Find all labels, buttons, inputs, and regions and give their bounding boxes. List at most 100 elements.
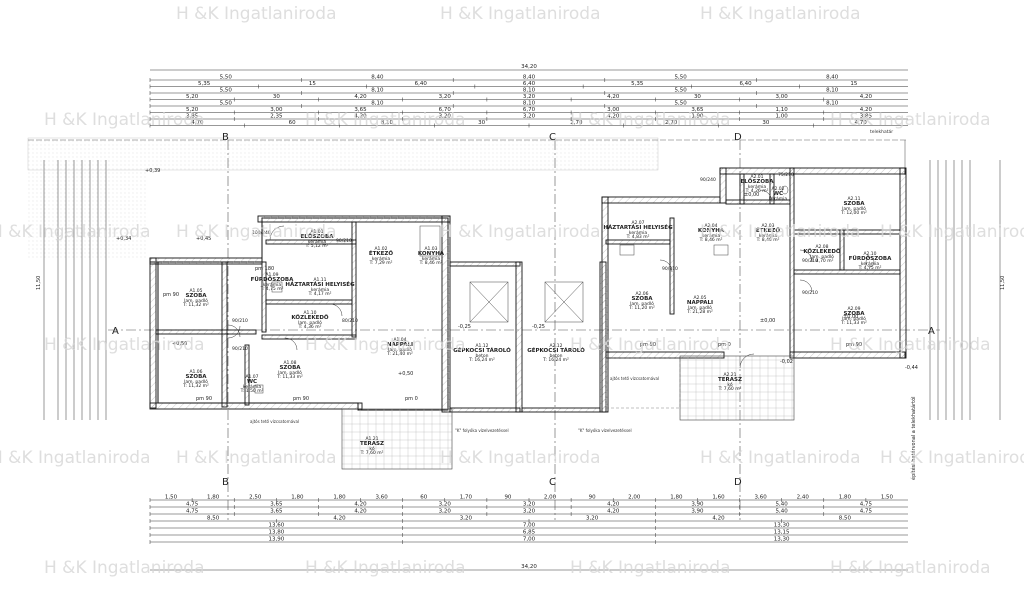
room-code: A2.01 xyxy=(750,174,763,180)
room-floor: lam. padló xyxy=(388,346,412,353)
dimension-label: 8,10 xyxy=(371,88,384,94)
room-code: A2.05 xyxy=(693,295,706,301)
dimension-label: 3,65 xyxy=(691,107,704,113)
room-code: A2.11 xyxy=(847,196,860,202)
dimension-label: 3,65 xyxy=(270,502,283,508)
dimension-label: 1,80 xyxy=(333,495,346,501)
room-name: WC xyxy=(247,379,257,385)
room-floor: kerámia xyxy=(243,383,261,390)
dimension-label: 5,50 xyxy=(674,101,687,107)
overall-width-top: 34,20 xyxy=(521,64,537,70)
dimension-label: 6,85 xyxy=(523,530,536,536)
room-code: A1.05 xyxy=(189,288,202,294)
door-dim-10: 90/210 xyxy=(802,290,818,296)
level-garage-right: -0,25 xyxy=(532,324,545,330)
dimension-label: 1,10 xyxy=(776,107,789,113)
dimension-label: 2,40 xyxy=(797,495,810,501)
room-name: GÉPKOCSI TÁROLÓ xyxy=(453,346,511,354)
dimension-label: 60 xyxy=(289,120,296,126)
dimension-label: 4,20 xyxy=(860,107,873,113)
door-dim-6: 90/240 xyxy=(700,177,716,183)
dimension-label: 2,00 xyxy=(544,495,557,501)
dimension-label: 6,70 xyxy=(439,107,452,113)
dimension-label: 90 xyxy=(589,495,596,501)
dimension-label: 4,20 xyxy=(354,502,367,508)
dimension-label: 3,20 xyxy=(439,509,452,515)
dimension-label: 5,35 xyxy=(631,81,644,87)
dimension-label: 13,15 xyxy=(774,530,790,536)
dimension-label: 5,40 xyxy=(776,502,789,508)
room-floor: kerámia xyxy=(372,255,390,262)
room-area: T: 4,75 m² xyxy=(260,286,284,292)
room-area: T: 7,60 m² xyxy=(360,450,384,456)
room-floor: kerámia xyxy=(748,183,766,190)
dimension-label: 3,85 xyxy=(186,114,199,120)
room-floor: kerámia xyxy=(769,195,787,202)
room-area: T: 4,17 m² xyxy=(308,291,332,297)
section-marker-d-top: D xyxy=(734,132,742,143)
dimension-label: 5,50 xyxy=(220,75,233,81)
dimension-label: 3,90 xyxy=(691,509,704,515)
level-top-left: +0,39 xyxy=(145,168,160,174)
dimension-label: 1,60 xyxy=(712,495,725,501)
site-area: telekhatár xyxy=(27,128,908,260)
room-name: HÁZTARTÁSI HELYISÉG xyxy=(285,280,355,288)
room-code: A1.08 xyxy=(283,360,296,366)
level-entry-right: ±0,00 xyxy=(744,192,759,198)
dimension-label: 8,10 xyxy=(381,120,394,126)
room-floor: kő xyxy=(369,446,375,452)
dimension-label: 2,35 xyxy=(270,114,283,120)
room-floor: kerámia xyxy=(422,255,440,262)
dimension-label: 1,00 xyxy=(776,114,789,120)
dimension-label: 8,10 xyxy=(523,88,536,94)
door-dim-5: 80/210 xyxy=(342,318,358,324)
level-corner-right: -0,44 xyxy=(905,365,918,371)
room-name: TERASZ xyxy=(360,441,384,447)
level-living-left: +0,50 xyxy=(398,371,413,377)
level-left-outside-2: +0,45 xyxy=(196,236,211,242)
room-floor: lam. padló xyxy=(184,297,208,304)
room-area: T: 4,36 m² xyxy=(298,324,322,330)
room-code: A1.12 xyxy=(475,343,488,349)
room-floor: kerámia xyxy=(702,232,720,239)
dimension-label: 5,50 xyxy=(674,75,687,81)
dimension-label: 7,00 xyxy=(523,523,536,529)
dimension-label: 2,00 xyxy=(628,495,641,501)
room-floor: lam. padló xyxy=(688,304,712,311)
parapet-8: pm 90 xyxy=(163,292,179,298)
room-area: T: 1,50 m² xyxy=(240,388,264,394)
dimension-label: 13,30 xyxy=(774,537,790,543)
room-floor: lam. padló xyxy=(184,378,208,385)
dimension-label: 4,20 xyxy=(607,502,620,508)
room-code: A1.02 xyxy=(374,246,387,252)
room-name: ÉTKEZŐ xyxy=(369,249,394,257)
dimension-label: 8,10 xyxy=(371,101,384,107)
terraces: ajtós tető vízcsatornával ajtós tető víz… xyxy=(250,355,795,470)
dimension-label: 1,50 xyxy=(881,495,894,501)
dimension-label: 30 xyxy=(273,94,280,100)
dimension-label: 3,20 xyxy=(586,516,599,522)
room-floor: lam. padló xyxy=(278,369,302,376)
dimension-label: 5,50 xyxy=(674,88,687,94)
dimension-label: 6,40 xyxy=(523,81,536,87)
room-code: A1.11 xyxy=(313,277,326,283)
section-marker-c-bottom: C xyxy=(549,477,556,488)
room-area: T: 12,00 m² xyxy=(840,210,867,216)
door-swings xyxy=(227,189,813,369)
door-dim-3: 90/210 xyxy=(232,318,248,324)
fixtures xyxy=(254,185,875,394)
room-name: KÖZLEKEDŐ xyxy=(803,248,841,255)
dimension-label: 1,80 xyxy=(207,495,220,501)
room-name: TERASZ xyxy=(718,377,742,383)
dimension-label: 3,00 xyxy=(607,107,620,113)
dimension-label: 3,20 xyxy=(439,502,452,508)
dimension-label: 7,00 xyxy=(523,537,536,543)
room-name: FÜRDŐSZOBA xyxy=(849,255,893,262)
room-area: T: 16,24 m² xyxy=(468,357,495,363)
dimension-label: 4,75 xyxy=(186,509,199,515)
parapet-2: pm 180 xyxy=(255,266,274,272)
room-code: A1.01 xyxy=(310,229,323,235)
